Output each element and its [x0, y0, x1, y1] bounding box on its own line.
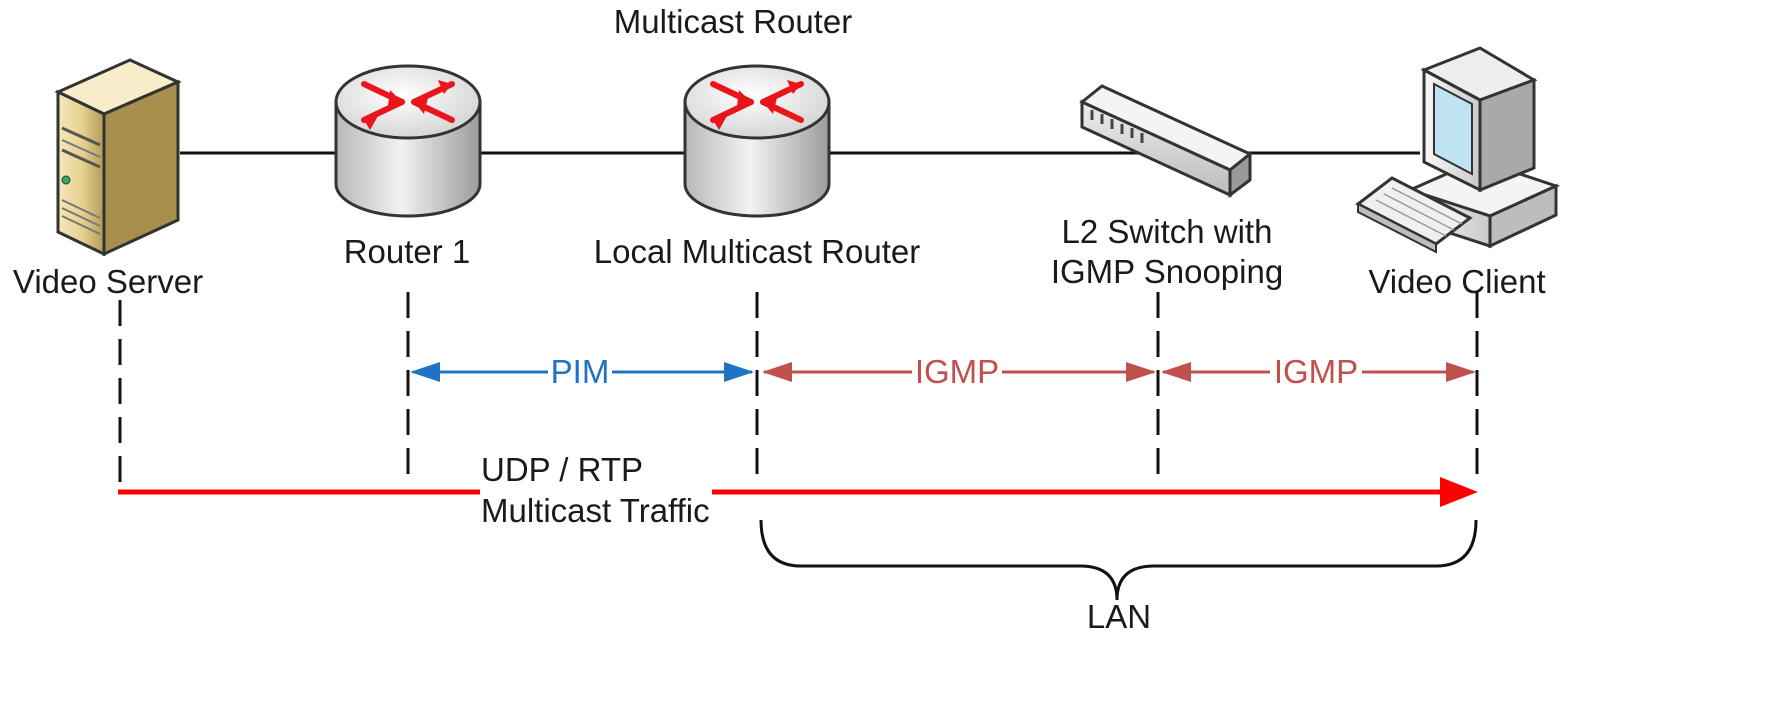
multicast-traffic-arrow [118, 477, 1478, 507]
video-server-label: Video Server [13, 263, 203, 300]
switch-label-line1: L2 Switch with [1062, 213, 1273, 250]
igmp-label-switch-client: IGMP [1274, 353, 1358, 390]
reference-dashed-lines [118, 292, 1479, 482]
igmp-arrow-router-switch [762, 362, 1156, 382]
lan-label: LAN [1087, 598, 1151, 635]
video-client-label: Video Client [1368, 263, 1545, 300]
traffic-label-line1: UDP / RTP [481, 451, 643, 488]
traffic-label-line2: Multicast Traffic [481, 492, 710, 529]
lan-brace [759, 519, 1478, 601]
server-icon [54, 58, 182, 257]
router-1-icon [334, 64, 482, 218]
igmp-arrow-switch-client [1161, 362, 1476, 382]
local-multicast-router-label: Local Multicast Router [594, 233, 920, 270]
pc-icon [1355, 46, 1561, 254]
pim-arrow [410, 362, 754, 382]
router-1-label: Router 1 [344, 233, 471, 270]
local-multicast-router-icon [683, 64, 831, 218]
pim-label: PIM [551, 353, 610, 390]
diagram-title: Multicast Router [614, 3, 852, 40]
switch-label-line2: IGMP Snooping [1051, 253, 1283, 290]
igmp-label-router-switch: IGMP [915, 353, 999, 390]
switch-icon [1079, 84, 1253, 198]
